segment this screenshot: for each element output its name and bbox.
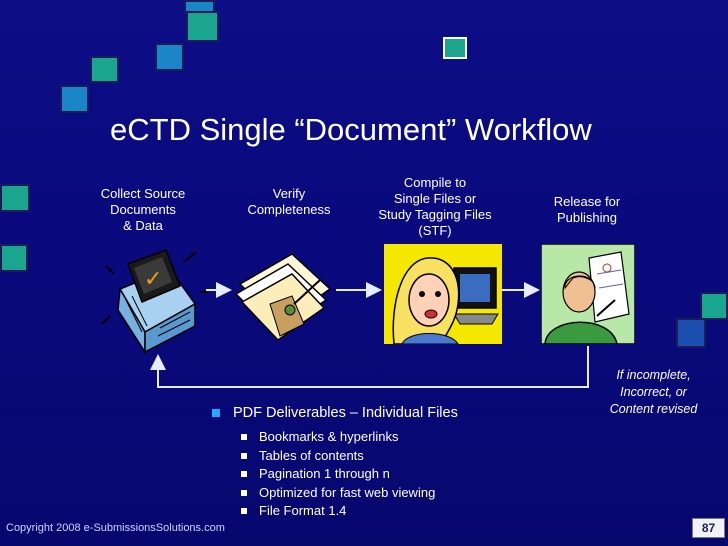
decor-square	[0, 184, 30, 212]
step-label-collect: Collect Source Documents & Data	[100, 186, 186, 233]
list-item-text: File Format 1.4	[259, 503, 347, 518]
bullet-square-icon	[241, 508, 247, 515]
decor-square	[0, 244, 28, 272]
list-item-text: Pagination 1 through n	[259, 466, 390, 481]
list-item: Bookmarks & hyperlinks	[241, 428, 458, 447]
list-item: Optimized for fast web viewing	[241, 484, 458, 503]
list-item: Pagination 1 through n	[241, 465, 458, 484]
decor-square	[700, 292, 728, 320]
list-item-text: Optimized for fast web viewing	[259, 484, 436, 500]
decor-square	[443, 37, 467, 59]
decor-square	[60, 85, 89, 113]
main-bullet: PDF Deliverables – Individual Files	[212, 404, 458, 422]
svg-text:✓: ✓	[144, 267, 162, 292]
deliverables-list: PDF Deliverables – Individual Files Book…	[212, 404, 458, 521]
decor-square	[676, 318, 706, 348]
bullet-square-icon	[241, 471, 247, 478]
building-with-books-icon: ✓	[101, 249, 208, 354]
decor-square	[155, 43, 184, 71]
bullet-square-icon	[241, 452, 247, 459]
list-item-text: Bookmarks & hyperlinks	[259, 429, 399, 444]
decor-square	[90, 56, 119, 83]
page-title: eCTD Single “Document” Workflow	[110, 112, 592, 147]
page-number: 87	[692, 518, 725, 538]
bullet-square-icon	[241, 434, 247, 441]
folders-checkmark-icon	[234, 253, 332, 341]
step-label-verify: Verify Completeness	[247, 186, 331, 217]
bullet-square-icon	[241, 489, 247, 496]
main-bullet-text: PDF Deliverables – Individual Files	[233, 405, 458, 421]
arrow-feedback-loop	[150, 346, 589, 388]
man-with-chart-icon	[541, 244, 635, 344]
step-label-compile: Compile to Single Files or Study Tagging…	[378, 175, 492, 238]
copyright-text: Copyright 2008 e-SubmissionsSolutions.co…	[6, 522, 225, 534]
list-item-text: Tables of contents	[259, 447, 364, 463]
decor-square	[186, 11, 219, 42]
list-item: File Format 1.4	[241, 502, 458, 521]
step-label-release: Release for Publishing	[553, 194, 621, 225]
list-item: Tables of contents	[241, 447, 458, 466]
woman-at-computer-icon	[384, 244, 502, 344]
bullet-square-icon	[212, 409, 220, 417]
feedback-note: If incomplete, Incorrect, or Content rev…	[609, 368, 698, 416]
